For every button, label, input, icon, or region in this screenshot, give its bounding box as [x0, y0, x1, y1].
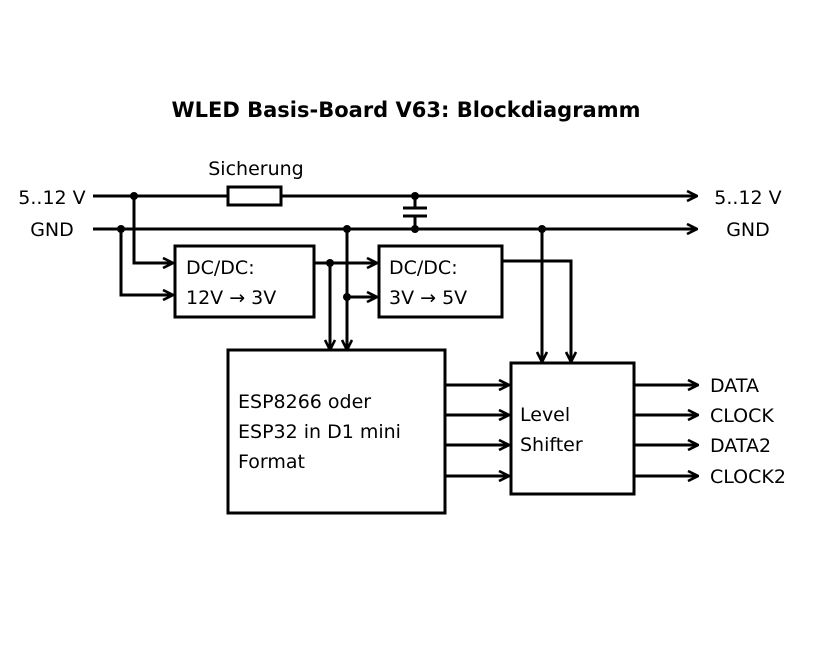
dcdc1-input-wires	[117, 192, 173, 295]
input-power-label: 5..12 V	[18, 187, 85, 209]
level-shifter-supply-wires	[502, 225, 571, 362]
output-power-label: 5..12 V	[714, 187, 781, 209]
dcdc1-line2: 12V → 3V	[186, 287, 276, 309]
output-clock2-label: CLOCK2	[710, 466, 786, 488]
mcu-signal-wires	[445, 385, 509, 476]
fuse-symbol	[226, 185, 283, 207]
input-ground-label: GND	[30, 219, 74, 241]
level-shifter-line2: Shifter	[520, 434, 583, 456]
output-wires	[634, 385, 698, 476]
mcu-line2: ESP32 in D1 mini	[238, 421, 401, 443]
dcdc1-line1: DC/DC:	[186, 257, 255, 279]
output-clock-label: CLOCK	[710, 405, 774, 427]
dcdc-12v-3v-block: DC/DC: 12V → 3V	[173, 244, 316, 319]
dcdc-3v-5v-block: DC/DC: 3V → 5V	[377, 244, 504, 319]
output-data-label: DATA	[710, 375, 759, 397]
ground-to-mcu-wires	[343, 225, 377, 350]
mcu-line1: ESP8266 oder	[238, 391, 371, 413]
dcdc2-line1: DC/DC:	[389, 257, 458, 279]
fuse-label: Sicherung	[208, 158, 303, 180]
diagram-title: WLED Basis-Board V63: Blockdiagramm	[172, 98, 641, 122]
level-shifter-line1: Level	[520, 404, 570, 426]
output-ground-label: GND	[726, 219, 770, 241]
dcdc2-line2: 3V → 5V	[389, 287, 467, 309]
level-shifter-block: Level Shifter	[509, 361, 636, 496]
mcu-block: ESP8266 oder ESP32 in D1 mini Format	[226, 348, 447, 515]
mcu-line3: Format	[238, 451, 305, 473]
capacitor-symbol	[403, 192, 427, 233]
output-data2-label: DATA2	[710, 435, 771, 457]
